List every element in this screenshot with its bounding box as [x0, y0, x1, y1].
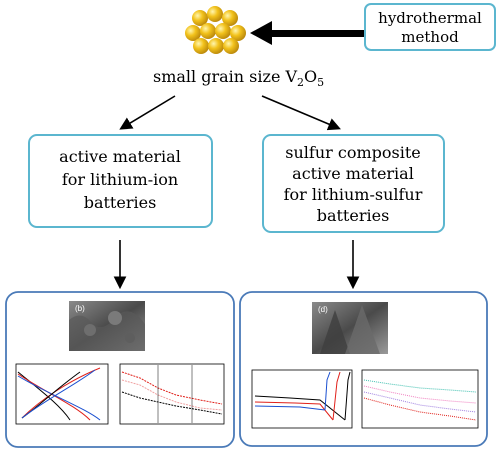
branch-arrow-left	[119, 95, 176, 130]
cycling-plot-right	[361, 369, 479, 429]
method-box	[364, 3, 496, 51]
lithium-sulfur-label-line1: sulfur composite	[285, 143, 420, 162]
charge-discharge-plot-right	[251, 369, 353, 429]
method-label-line1: hydrothermal	[378, 9, 482, 27]
method-label-line2: method	[401, 28, 459, 46]
lithium-sulfur-label-line4: batteries	[317, 206, 390, 225]
lithium-ion-box	[28, 134, 213, 228]
sem-label-left: (b)	[75, 304, 85, 313]
lithium-ion-label-line1: active material	[59, 147, 181, 166]
lithium-sulfur-box	[262, 134, 445, 233]
cycling-plot-left	[119, 363, 225, 425]
charge-discharge-plot-left	[15, 363, 109, 425]
lithium-ion-label-line3: batteries	[84, 193, 157, 212]
method-to-product-arrow	[250, 21, 364, 45]
branch-arrow-right	[261, 95, 341, 131]
lithium-ion-label-line2: for lithium-ion	[62, 170, 178, 189]
nanoparticle-cluster-icon	[185, 6, 246, 54]
sem-image-right: (d)	[312, 302, 388, 354]
sem-label-right: (d)	[318, 305, 328, 314]
lithium-sulfur-label-line2: active material	[292, 164, 414, 183]
sem-image-left: (b)	[69, 301, 145, 351]
lithium-sulfur-label-line3: for lithium-sulfur	[284, 185, 423, 204]
product-label: small grain size V2O5	[153, 67, 324, 89]
